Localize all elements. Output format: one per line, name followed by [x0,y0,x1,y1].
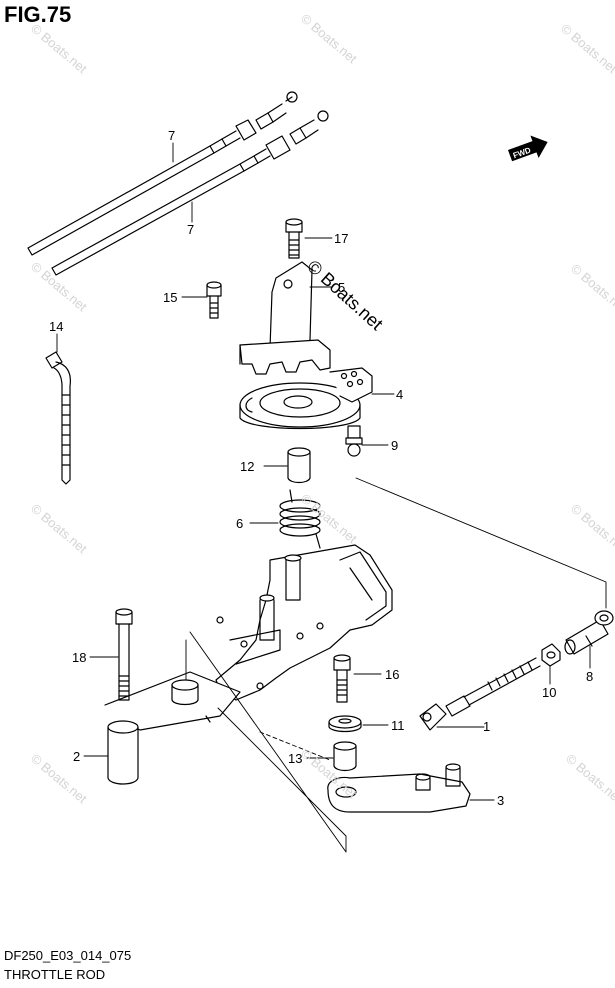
part-12-collar [287,447,311,484]
part-6-spring [279,489,321,549]
main-bracket-assembly [215,544,393,701]
part-10-nut [541,643,561,667]
watermark-text: © Boats.net [298,11,360,67]
callout-label: 7 [168,128,175,143]
diagram-code: DF250_E03_014_075 [4,948,132,963]
callout-label: 2 [73,749,80,764]
callout-leaders [56,142,607,853]
callout-label: 1 [483,719,490,734]
part-8-rod-end [564,610,614,655]
part-2-lever-arm [104,671,241,785]
callout-label: 9 [391,438,398,453]
part-3-link [327,763,471,813]
callout-label: 6 [236,516,243,531]
figure-title: FIG.75 [4,2,72,27]
callout-label: 15 [163,290,177,305]
part-4-lever-pulley [239,367,373,430]
part-18-bolt [115,608,133,701]
part-14-cable-tie [45,351,71,485]
part-15-bolt [206,281,222,319]
callout-label: 13 [288,751,302,766]
callout-label: 7 [187,222,194,237]
part-11-washer [328,715,362,733]
callout-label: 14 [49,319,63,334]
watermark-text: © Boats.net [28,501,90,557]
watermark-text: © Boats.net [568,501,615,557]
watermark-text: © Boats.net [558,21,615,77]
part-1-rod [419,657,541,731]
part-7-cable-lower [51,110,329,276]
part-5-bracket [239,261,331,375]
watermark-text: © Boats.net [28,751,90,807]
part-17-bolt [285,218,303,259]
callout-label: 11 [391,718,405,733]
watermark-text: © Boats.net [28,21,90,77]
fwd-orientation-badge: FWD [508,135,548,162]
part-13-collar [333,741,357,772]
watermark-text: © Boats.net [298,491,360,547]
callout-label: 18 [72,650,86,665]
watermark-text: © Boats.net [568,261,615,317]
callout-label: 10 [542,685,556,700]
part-16-bolt [333,654,351,703]
callout-label: 5 [338,280,345,295]
callout-label: 8 [586,669,593,684]
callout-label: 16 [385,667,399,682]
watermark-text: © Boats.net [563,751,615,807]
part-7-cable-upper [27,91,298,256]
callout-label: 17 [334,231,348,246]
part-9-ball-joint [345,425,363,457]
callout-label: 12 [240,459,254,474]
callout-labels: 7 7 17 5 15 14 4 9 12 6 18 16 8 10 1 11 … [49,128,593,808]
watermark-text-large: © Boats.net [303,256,386,334]
callout-label: 4 [396,387,403,402]
callout-label: 3 [497,793,504,808]
diagram-name: THROTTLE ROD [4,967,106,982]
